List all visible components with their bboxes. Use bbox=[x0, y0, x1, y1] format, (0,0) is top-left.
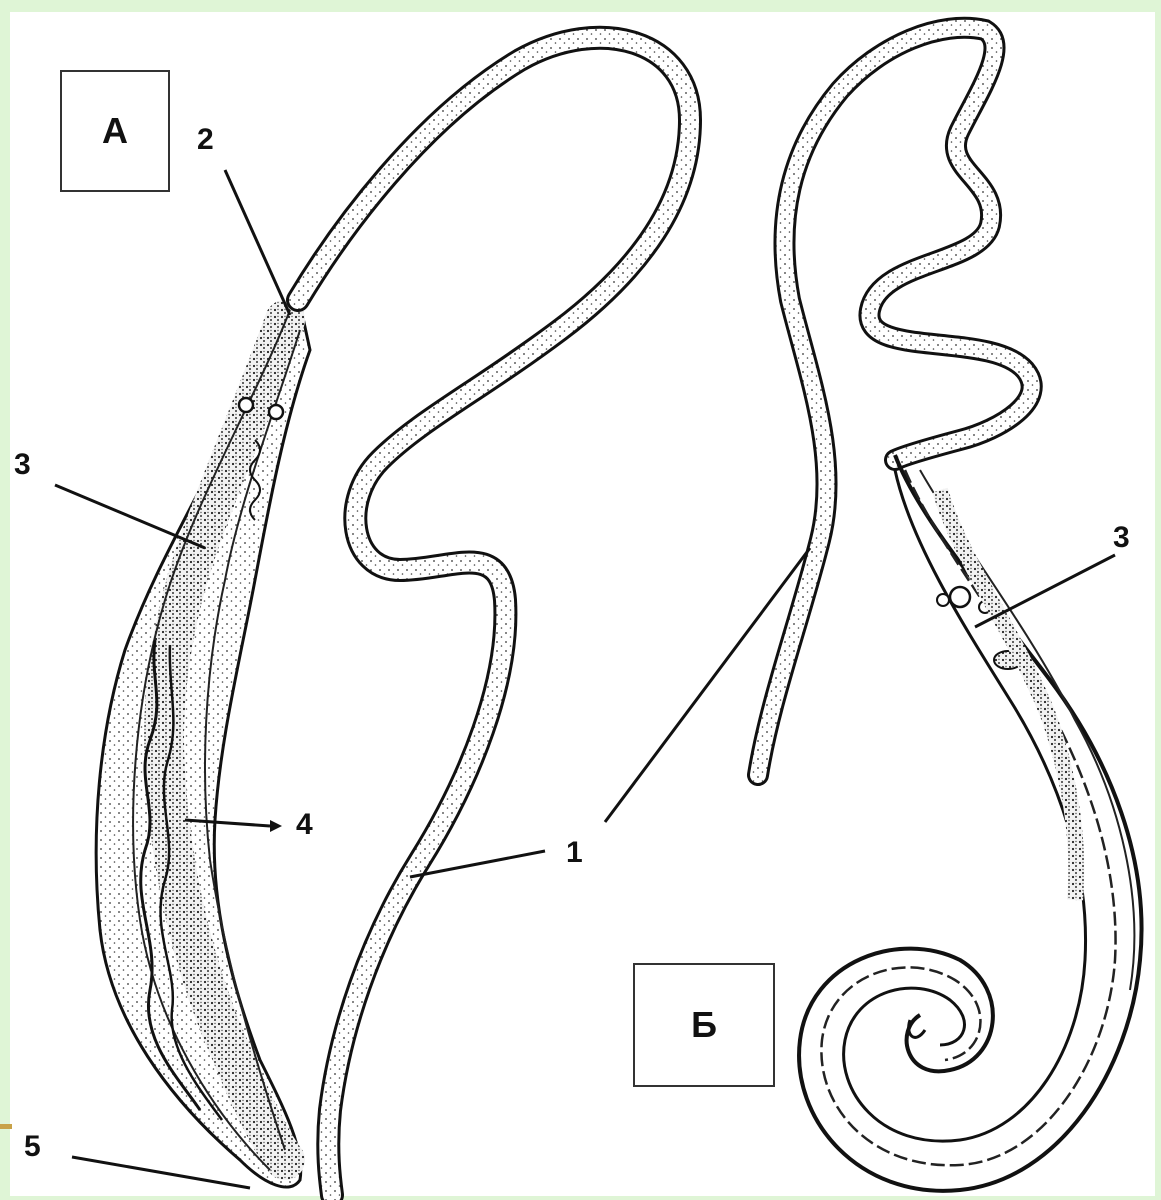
callout-4: 4 bbox=[296, 810, 313, 840]
callout-3-left: 3 bbox=[14, 450, 31, 480]
specimen-b-tail bbox=[758, 28, 1032, 775]
specimen-a-tail bbox=[298, 38, 690, 1195]
specimen-a-body bbox=[96, 295, 310, 1187]
panel-label-a-text: А bbox=[102, 110, 128, 152]
specimen-b-body bbox=[799, 455, 1141, 1191]
callout-2: 2 bbox=[197, 125, 214, 155]
leader-3-a bbox=[55, 485, 205, 548]
leader-5 bbox=[72, 1157, 250, 1188]
callout-5: 5 bbox=[24, 1132, 41, 1162]
panel-label-a: А bbox=[60, 70, 170, 192]
leader-2 bbox=[225, 170, 290, 315]
callout-1: 1 bbox=[566, 838, 583, 868]
panel-label-b-text: Б bbox=[691, 1004, 717, 1046]
panel-label-b: Б bbox=[633, 963, 775, 1087]
callout-3-right: 3 bbox=[1113, 523, 1130, 553]
leader-4-arrowhead bbox=[270, 820, 282, 832]
leader-3-b bbox=[975, 555, 1115, 627]
